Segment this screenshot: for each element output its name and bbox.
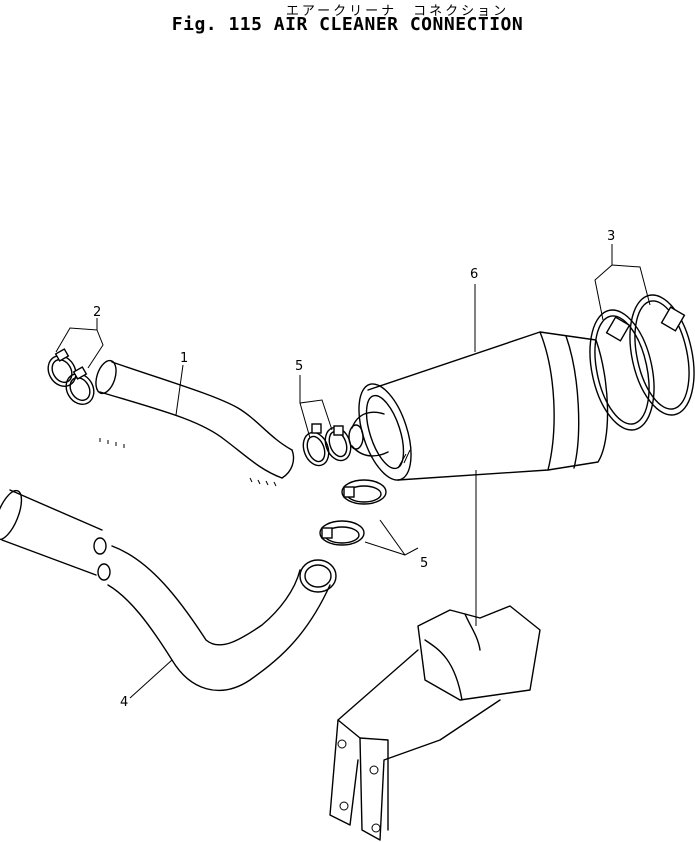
callout-5b-bracket — [364, 519, 419, 556]
callout-4: 4 — [120, 695, 128, 710]
figure-title: Fig. 115 AIR CLEANER CONNECTION — [171, 14, 524, 35]
part-5-clamps-lower — [319, 479, 387, 546]
callout-5a: 5 — [295, 359, 303, 374]
part-6-air-cleaner — [348, 331, 609, 481]
callout-4-leader — [129, 659, 173, 699]
part-4-pipe — [0, 489, 337, 692]
part-5-clamps-upper — [302, 423, 352, 467]
mounting-bracket — [329, 605, 541, 841]
callout-2: 2 — [93, 305, 101, 320]
callout-5b: 5 — [420, 556, 428, 571]
title-japanese: エアークリーナ コネクション — [285, 4, 510, 19]
callout-2-bracket — [55, 318, 104, 369]
part-2-clamps — [47, 348, 95, 406]
callout-5a-bracket — [299, 375, 333, 439]
part-1-hose — [95, 359, 295, 487]
callout-1: 1 — [180, 351, 188, 366]
part-3-bands — [589, 294, 695, 431]
callout-3: 3 — [607, 229, 615, 244]
callout-3-bracket — [594, 244, 651, 321]
callout-6: 6 — [470, 267, 478, 282]
callout-1-leader — [175, 364, 184, 416]
